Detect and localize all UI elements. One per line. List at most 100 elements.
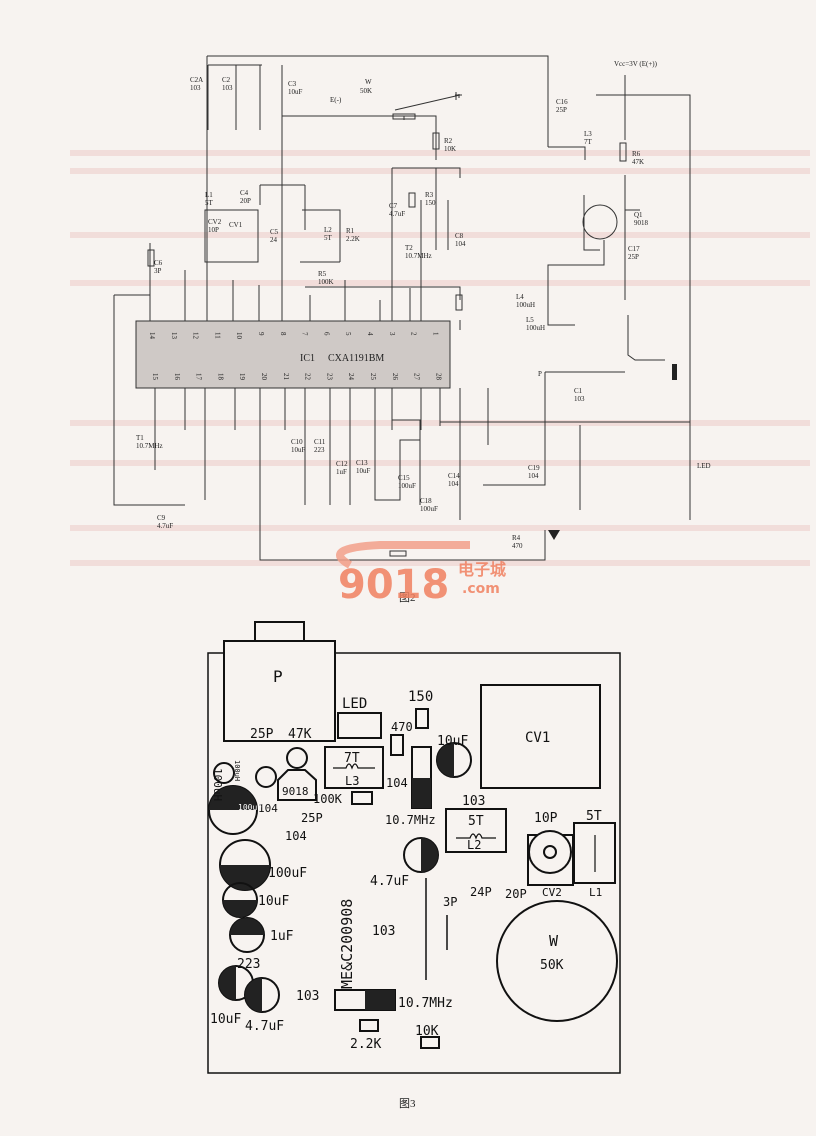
pcb-label-r150: 150 [408, 689, 433, 705]
component-ref-r5: R5 [318, 270, 327, 278]
component-ref-c18: C18 [420, 497, 432, 505]
pcb-label-l100uh_b: 100uH [233, 760, 241, 781]
component-ref-l2: L2 [324, 226, 332, 234]
l3-footprint [324, 746, 384, 789]
watermark-logo: 9018 电子城 .com [336, 541, 506, 608]
component-value-c4: 20P [240, 197, 251, 205]
switch-value: 50K [360, 87, 372, 95]
ic1-pin-18: 18 [216, 373, 224, 381]
pcb-label-l3_turns: 7T [344, 751, 360, 766]
pcb-label-c10p: 10P [534, 811, 558, 826]
component-value-c6: 3P [154, 267, 162, 275]
pcb-label-l3: L3 [345, 774, 359, 788]
pcb-label-r470: 470 [391, 720, 413, 734]
led-footprint [337, 712, 382, 739]
ic1-pin-13: 13 [170, 332, 178, 340]
component-ref-q1: Q1 [634, 211, 643, 219]
component-value-c2: 103 [222, 84, 233, 92]
ic1-pin-2: 2 [410, 332, 418, 336]
watermark-number: 9018 [338, 562, 449, 608]
ic1-pin-26: 26 [391, 373, 399, 381]
component-ref-r6: R6 [632, 150, 641, 158]
component-ref-led: LED [697, 462, 711, 470]
ic1-pin-27: 27 [413, 373, 421, 381]
component-ref-c8: C8 [455, 232, 464, 240]
pcb-label-cv1: CV1 [525, 730, 550, 746]
component-ref-c1: C1 [574, 387, 583, 395]
component-ref-p: P [538, 370, 542, 378]
component-ref-r4: R4 [512, 534, 521, 542]
component-ref-r3: R3 [425, 191, 434, 199]
component-value-r1: 2.2K [346, 235, 360, 243]
component-value-l1: 5T [205, 199, 214, 207]
pcb-label-jack: P [273, 667, 283, 686]
ic1-ref: IC1 [300, 353, 315, 364]
ic1-pin-25: 25 [369, 373, 377, 381]
ic1-pin-9: 9 [257, 332, 265, 336]
component-value-c9: 4.7uF [157, 522, 173, 530]
component-ref-t1: T1 [136, 434, 144, 442]
pcb-label-xtal_bot: 10.7MHz [398, 996, 453, 1011]
ic1-pin-7: 7 [301, 332, 309, 336]
component-value-c19: 104 [528, 472, 539, 480]
component-ref-cv2: CV2 [208, 218, 222, 226]
component-ref-c13: C13 [356, 459, 368, 467]
component-value-c5: 24 [270, 236, 278, 244]
component-ref-l1: L1 [205, 191, 213, 199]
pcb-label-r100k: 100K [313, 792, 343, 806]
pcb-label-c104b: 104 [258, 802, 278, 815]
switch-terminal: E(-) [330, 96, 342, 104]
pcb-label-c25p_b: 25P [301, 811, 323, 825]
pcb-label-c25p_a: 25P [250, 727, 274, 742]
component-value-l2: 5T [324, 234, 333, 242]
ic1-pin-11: 11 [213, 332, 221, 339]
component-ref-l4: L4 [516, 293, 524, 301]
component-ref-c5: C5 [270, 228, 279, 236]
ic1-pin-6: 6 [322, 332, 330, 336]
schematic-wires [113, 55, 691, 561]
pcb-label-c47uf_mid: 4.7uF [370, 874, 409, 889]
component-value-c17: 25P [628, 253, 639, 261]
pcb-label-100uf-a: 100uF [238, 803, 262, 812]
component-ref-r1: R1 [346, 227, 355, 235]
watermark-domain: .com [462, 581, 500, 597]
switch-ref: W [365, 78, 372, 86]
ic1-pin-23: 23 [325, 373, 333, 381]
component-value-l5: 100uH [526, 324, 545, 332]
pcb-label-xtal_top: 10.7MHz [385, 813, 436, 827]
ic1-pin-14: 14 [148, 332, 156, 340]
pcb-label-l100uh: 100uH [211, 768, 224, 801]
component-ref-l5: L5 [526, 316, 534, 324]
component-ref-c15: C15 [398, 474, 410, 482]
pcb-label-r10k: 10K [415, 1024, 439, 1039]
component-ref-c4: C4 [240, 189, 249, 197]
pcb-label-c103_mid: 103 [372, 924, 395, 939]
component-ref-r2: R2 [444, 137, 453, 145]
component-ref-c19: C19 [528, 464, 540, 472]
ic1-pin-10: 10 [235, 332, 243, 340]
component-value-c10: 10uF [291, 446, 306, 454]
pcb-layout-figure-3 [207, 621, 621, 1074]
pcb-label-c24p: 24P [470, 885, 492, 899]
volume-potentiometer-symbol [392, 113, 416, 120]
component-ref-cv1: CV1 [229, 221, 243, 229]
pcb-label-c47uf_b: 4.7uF [245, 1019, 284, 1034]
component-value-c7: 4.7uF [389, 210, 405, 218]
pcb-label-r47k: 47K [288, 727, 312, 742]
pcb-label-l2: L2 [467, 838, 481, 852]
pcb-label-c100uf_b: 100uF [268, 866, 307, 881]
pcb-label-w: W [549, 932, 559, 950]
component-value-r3: 150 [425, 199, 436, 207]
component-ref-c3: C3 [288, 80, 297, 88]
component-value-r2: 10K [444, 145, 456, 153]
jack-p-symbol [672, 364, 677, 380]
r100k-footprint [351, 791, 373, 805]
component-ref-c17: C17 [628, 245, 640, 253]
pcb-label-c1uf: 1uF [270, 929, 294, 944]
ic1-pin-22: 22 [304, 373, 312, 381]
component-ref-c2a: C2A [190, 76, 203, 84]
